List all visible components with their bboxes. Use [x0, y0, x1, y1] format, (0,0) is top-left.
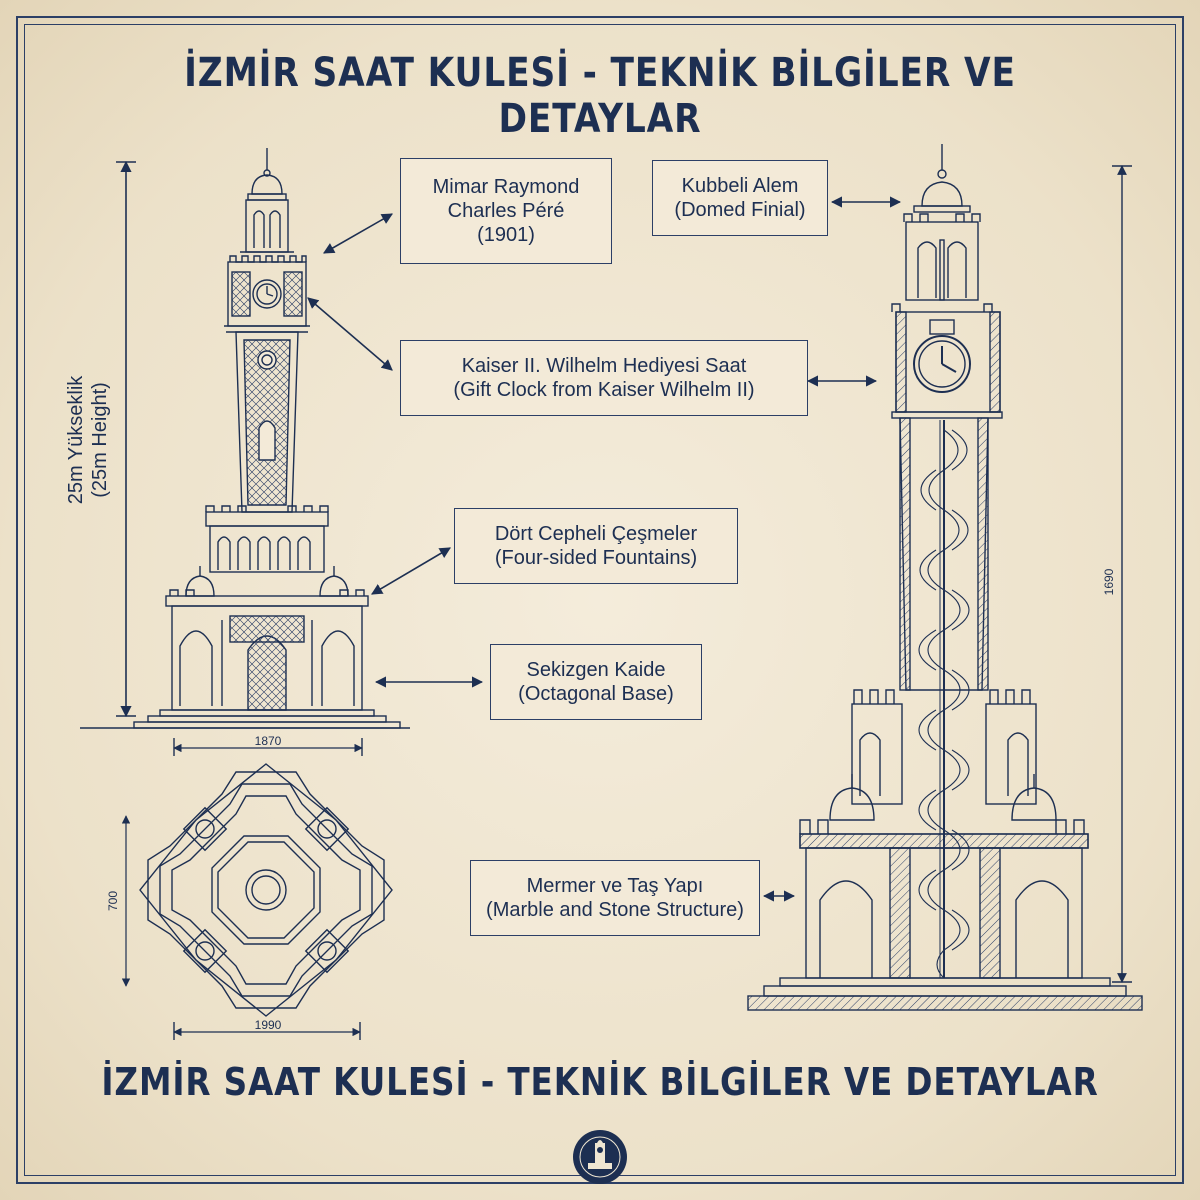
callout-structure-line2: (Marble and Stone Structure) — [486, 899, 744, 921]
callout-base-line1: Sekizgen Kaide — [526, 659, 666, 681]
callout-architect-line2: Charles Péré — [447, 200, 565, 222]
callout-architect-line1: Mimar Raymond — [432, 176, 580, 198]
elevation-tower — [80, 148, 410, 729]
height-label-line2: (25m Height) — [89, 382, 111, 498]
section-tower — [747, 144, 1143, 1011]
callout-architect-line3: (1901) — [477, 224, 535, 246]
callout-structure-line1: Mermer ve Taş Yapı — [526, 875, 704, 897]
plan-width-label: 1990 — [255, 1018, 282, 1032]
callout-clock: Kaiser II. Wilhelm Hediyesi Saat (Gift C… — [400, 340, 808, 416]
callout-base: Sekizgen Kaide (Octagonal Base) — [490, 644, 702, 720]
spiral-staircase — [918, 420, 970, 979]
callout-clock-line2: (Gift Clock from Kaiser Wilhelm II) — [453, 379, 755, 401]
plan-view — [139, 763, 393, 1017]
callout-architect: Mimar Raymond Charles Péré (1901) — [400, 158, 612, 264]
callout-structure: Mermer ve Taş Yapı (Marble and Stone Str… — [470, 860, 760, 936]
seal-icon — [573, 1130, 627, 1184]
height-label-line1: 25m Yükseklik — [65, 375, 87, 505]
callout-base-line2: (Octagonal Base) — [518, 683, 674, 705]
callout-finial-line2: (Domed Finial) — [674, 199, 806, 221]
callout-finial-line1: Kubbeli Alem — [681, 175, 799, 197]
plan-depth-label: 700 — [106, 891, 120, 911]
callout-fountains: Dört Cepheli Çeşmeler (Four-sided Founta… — [454, 508, 738, 584]
elevation-width-label: 1870 — [255, 734, 282, 748]
callout-fountains-line2: (Four-sided Fountains) — [494, 547, 698, 569]
section-height-label: 1690 — [1102, 568, 1116, 595]
callout-fountains-line1: Dört Cepheli Çeşmeler — [494, 523, 698, 545]
callout-arrows — [307, 196, 902, 902]
callout-finial: Kubbeli Alem (Domed Finial) — [652, 160, 828, 236]
page-title: İZMİR SAAT KULESİ - TEKNİK BİLGİLER VE D… — [184, 50, 1016, 142]
footer-title: İZMİR SAAT KULESİ - TEKNİK BİLGİLER VE D… — [101, 1060, 1099, 1104]
callout-clock-line1: Kaiser II. Wilhelm Hediyesi Saat — [461, 355, 747, 377]
